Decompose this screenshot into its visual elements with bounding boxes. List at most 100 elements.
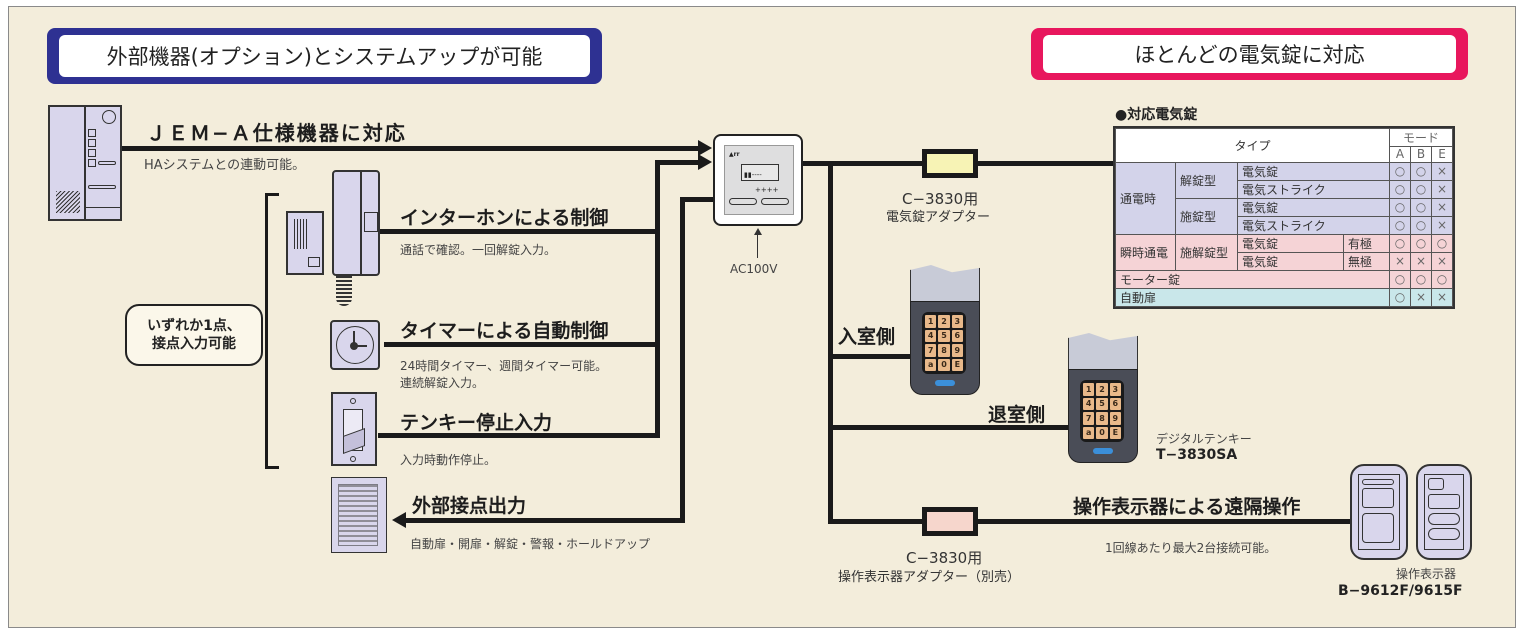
wire-jem bbox=[122, 146, 700, 151]
keypad-key: 3 bbox=[1109, 383, 1121, 396]
timer-icon bbox=[330, 320, 380, 370]
entry-side-label: 入室側 bbox=[838, 326, 896, 348]
door-station-icon bbox=[286, 211, 324, 275]
wire-output-bus-vertical bbox=[680, 197, 685, 521]
value-cell: ○ bbox=[1410, 233, 1432, 253]
keypad-key: 9 bbox=[1109, 412, 1121, 425]
keypad-key: a bbox=[1083, 426, 1095, 439]
value-cell: × bbox=[1431, 287, 1453, 307]
left-section-header: 外部機器(オプション)とシステムアップが可能 bbox=[47, 28, 602, 84]
intercom-handset-icon bbox=[332, 170, 380, 276]
wire-stop bbox=[378, 433, 660, 438]
keypad-key: 5 bbox=[938, 329, 950, 342]
remote-panel-b9612f-icon bbox=[1350, 464, 1408, 560]
value-cell: ○ bbox=[1389, 161, 1411, 181]
mode-e-header: E bbox=[1431, 146, 1453, 163]
wire-input-bus bbox=[655, 160, 700, 165]
wire-keypad-bus bbox=[828, 161, 833, 524]
arrow-output-icon bbox=[392, 512, 406, 528]
keypad-key: 3 bbox=[951, 315, 963, 328]
keypad-key: 7 bbox=[1083, 412, 1095, 425]
type-cell: 電気錠 bbox=[1237, 197, 1390, 217]
group-cell: 自動扉 bbox=[1115, 287, 1390, 307]
value-cell: × bbox=[1431, 251, 1453, 271]
group-cell: モーター錠 bbox=[1115, 269, 1390, 289]
keypad-key: 2 bbox=[1096, 383, 1108, 396]
arrow-jem-icon bbox=[698, 140, 712, 156]
keypad-key: 4 bbox=[925, 329, 937, 342]
intercom-title: インターホンによる制御 bbox=[400, 207, 609, 229]
lock-compatibility-table: タイプ モード A B E 通電時 解錠型 電気錠 ○ ○ × 電気ストライク … bbox=[1115, 128, 1453, 307]
value-cell: ○ bbox=[1410, 161, 1432, 181]
remote-desc: 1回線あたり最大2台接続可能。 bbox=[1105, 541, 1277, 555]
timer-desc-line2: 連続解錠入力。 bbox=[400, 376, 485, 390]
sub-cell: 施錠型 bbox=[1175, 197, 1238, 235]
wire-exit-keypad bbox=[828, 425, 1072, 430]
stop-desc: 入力時動作停止。 bbox=[400, 453, 497, 467]
output-desc: 自動扉・開扉・解錠・警報・ホールドアップ bbox=[410, 537, 651, 551]
value-cell: ○ bbox=[1410, 269, 1432, 289]
table-row: モーター錠 ○ ○ ○ bbox=[1115, 269, 1453, 289]
keypad-key: a bbox=[925, 358, 937, 371]
panel-adapter-label-line2: 操作表示器アダプター（別売） bbox=[838, 570, 1021, 585]
output-title: 外部接点出力 bbox=[412, 495, 527, 517]
value-cell: × bbox=[1431, 197, 1453, 217]
value-cell: ○ bbox=[1389, 269, 1411, 289]
wire-output bbox=[405, 518, 685, 523]
type-cell: 電気錠 bbox=[1237, 251, 1344, 271]
keypad-key: 7 bbox=[925, 344, 937, 357]
sub-cell: 解錠型 bbox=[1175, 161, 1238, 199]
value-cell: ○ bbox=[1389, 215, 1411, 235]
value-cell: ○ bbox=[1389, 287, 1411, 307]
value-cell: ○ bbox=[1389, 233, 1411, 253]
value-cell: ○ bbox=[1410, 215, 1432, 235]
keypad-key: 2 bbox=[938, 315, 950, 328]
value-cell: × bbox=[1431, 179, 1453, 199]
jem-device-icon bbox=[48, 105, 122, 221]
remote-product-name: 操作表示器 bbox=[1396, 567, 1457, 581]
type-cell: 電気ストライク bbox=[1237, 179, 1390, 199]
input-bracket bbox=[265, 193, 279, 469]
sub-cell: 施解錠型 bbox=[1175, 233, 1238, 271]
value-cell: ○ bbox=[1410, 197, 1432, 217]
stop-switch-icon bbox=[331, 392, 377, 466]
right-section-header: ほとんどの電気錠に対応 bbox=[1031, 28, 1468, 80]
lock-adapter-label-line2: 電気錠アダプター bbox=[886, 210, 991, 225]
mode-header: モード bbox=[1389, 128, 1453, 147]
wire-remote bbox=[828, 519, 1352, 524]
keypad-key: 0 bbox=[938, 358, 950, 371]
mode-b-header: B bbox=[1410, 146, 1432, 163]
polarity-cell: 有極 bbox=[1343, 233, 1390, 253]
lock-adapter-icon bbox=[922, 149, 978, 178]
keypad-key: 6 bbox=[1109, 397, 1121, 410]
lock-adapter-label-line1: C−3830用 bbox=[902, 190, 979, 208]
value-cell: × bbox=[1431, 161, 1453, 181]
power-label: AC100V bbox=[730, 262, 778, 276]
remote-product-model: B−9612F/9615F bbox=[1338, 583, 1463, 599]
wire-timer bbox=[384, 342, 658, 347]
lock-table-caption: ●対応電気錠 bbox=[1115, 107, 1198, 123]
keypad-product-model: T−3830SA bbox=[1156, 447, 1238, 463]
remote-panel-b9615f-icon bbox=[1416, 464, 1472, 560]
timer-title: タイマーによる自動制御 bbox=[400, 320, 609, 342]
table-row: 施錠型 電気錠 ○ ○ × bbox=[1115, 197, 1453, 235]
timer-desc-line1: 24時間タイマー、週間タイマー可能。 bbox=[400, 359, 608, 373]
keypad-key: 4 bbox=[1083, 397, 1095, 410]
type-cell: 電気錠 bbox=[1237, 233, 1344, 253]
panel-adapter-label-line1: C−3830用 bbox=[906, 549, 983, 567]
remote-title: 操作表示器による遠隔操作 bbox=[1073, 496, 1301, 518]
left-section-header-text: 外部機器(オプション)とシステムアップが可能 bbox=[59, 35, 590, 77]
table-row: 自動扉 ○ × × bbox=[1115, 287, 1453, 307]
arrow-input-icon bbox=[698, 154, 712, 170]
intercom-desc: 通話で確認。一回解錠入力。 bbox=[400, 243, 557, 257]
keypad-key: E bbox=[1109, 426, 1121, 439]
bracket-note-line2: 接点入力可能 bbox=[152, 336, 236, 352]
value-cell: ○ bbox=[1410, 179, 1432, 199]
jem-desc: HAシステムとの連動可能。 bbox=[144, 158, 306, 173]
value-cell: ○ bbox=[1431, 269, 1453, 289]
keypad-key: E bbox=[951, 358, 963, 371]
value-cell: ○ bbox=[1431, 233, 1453, 253]
